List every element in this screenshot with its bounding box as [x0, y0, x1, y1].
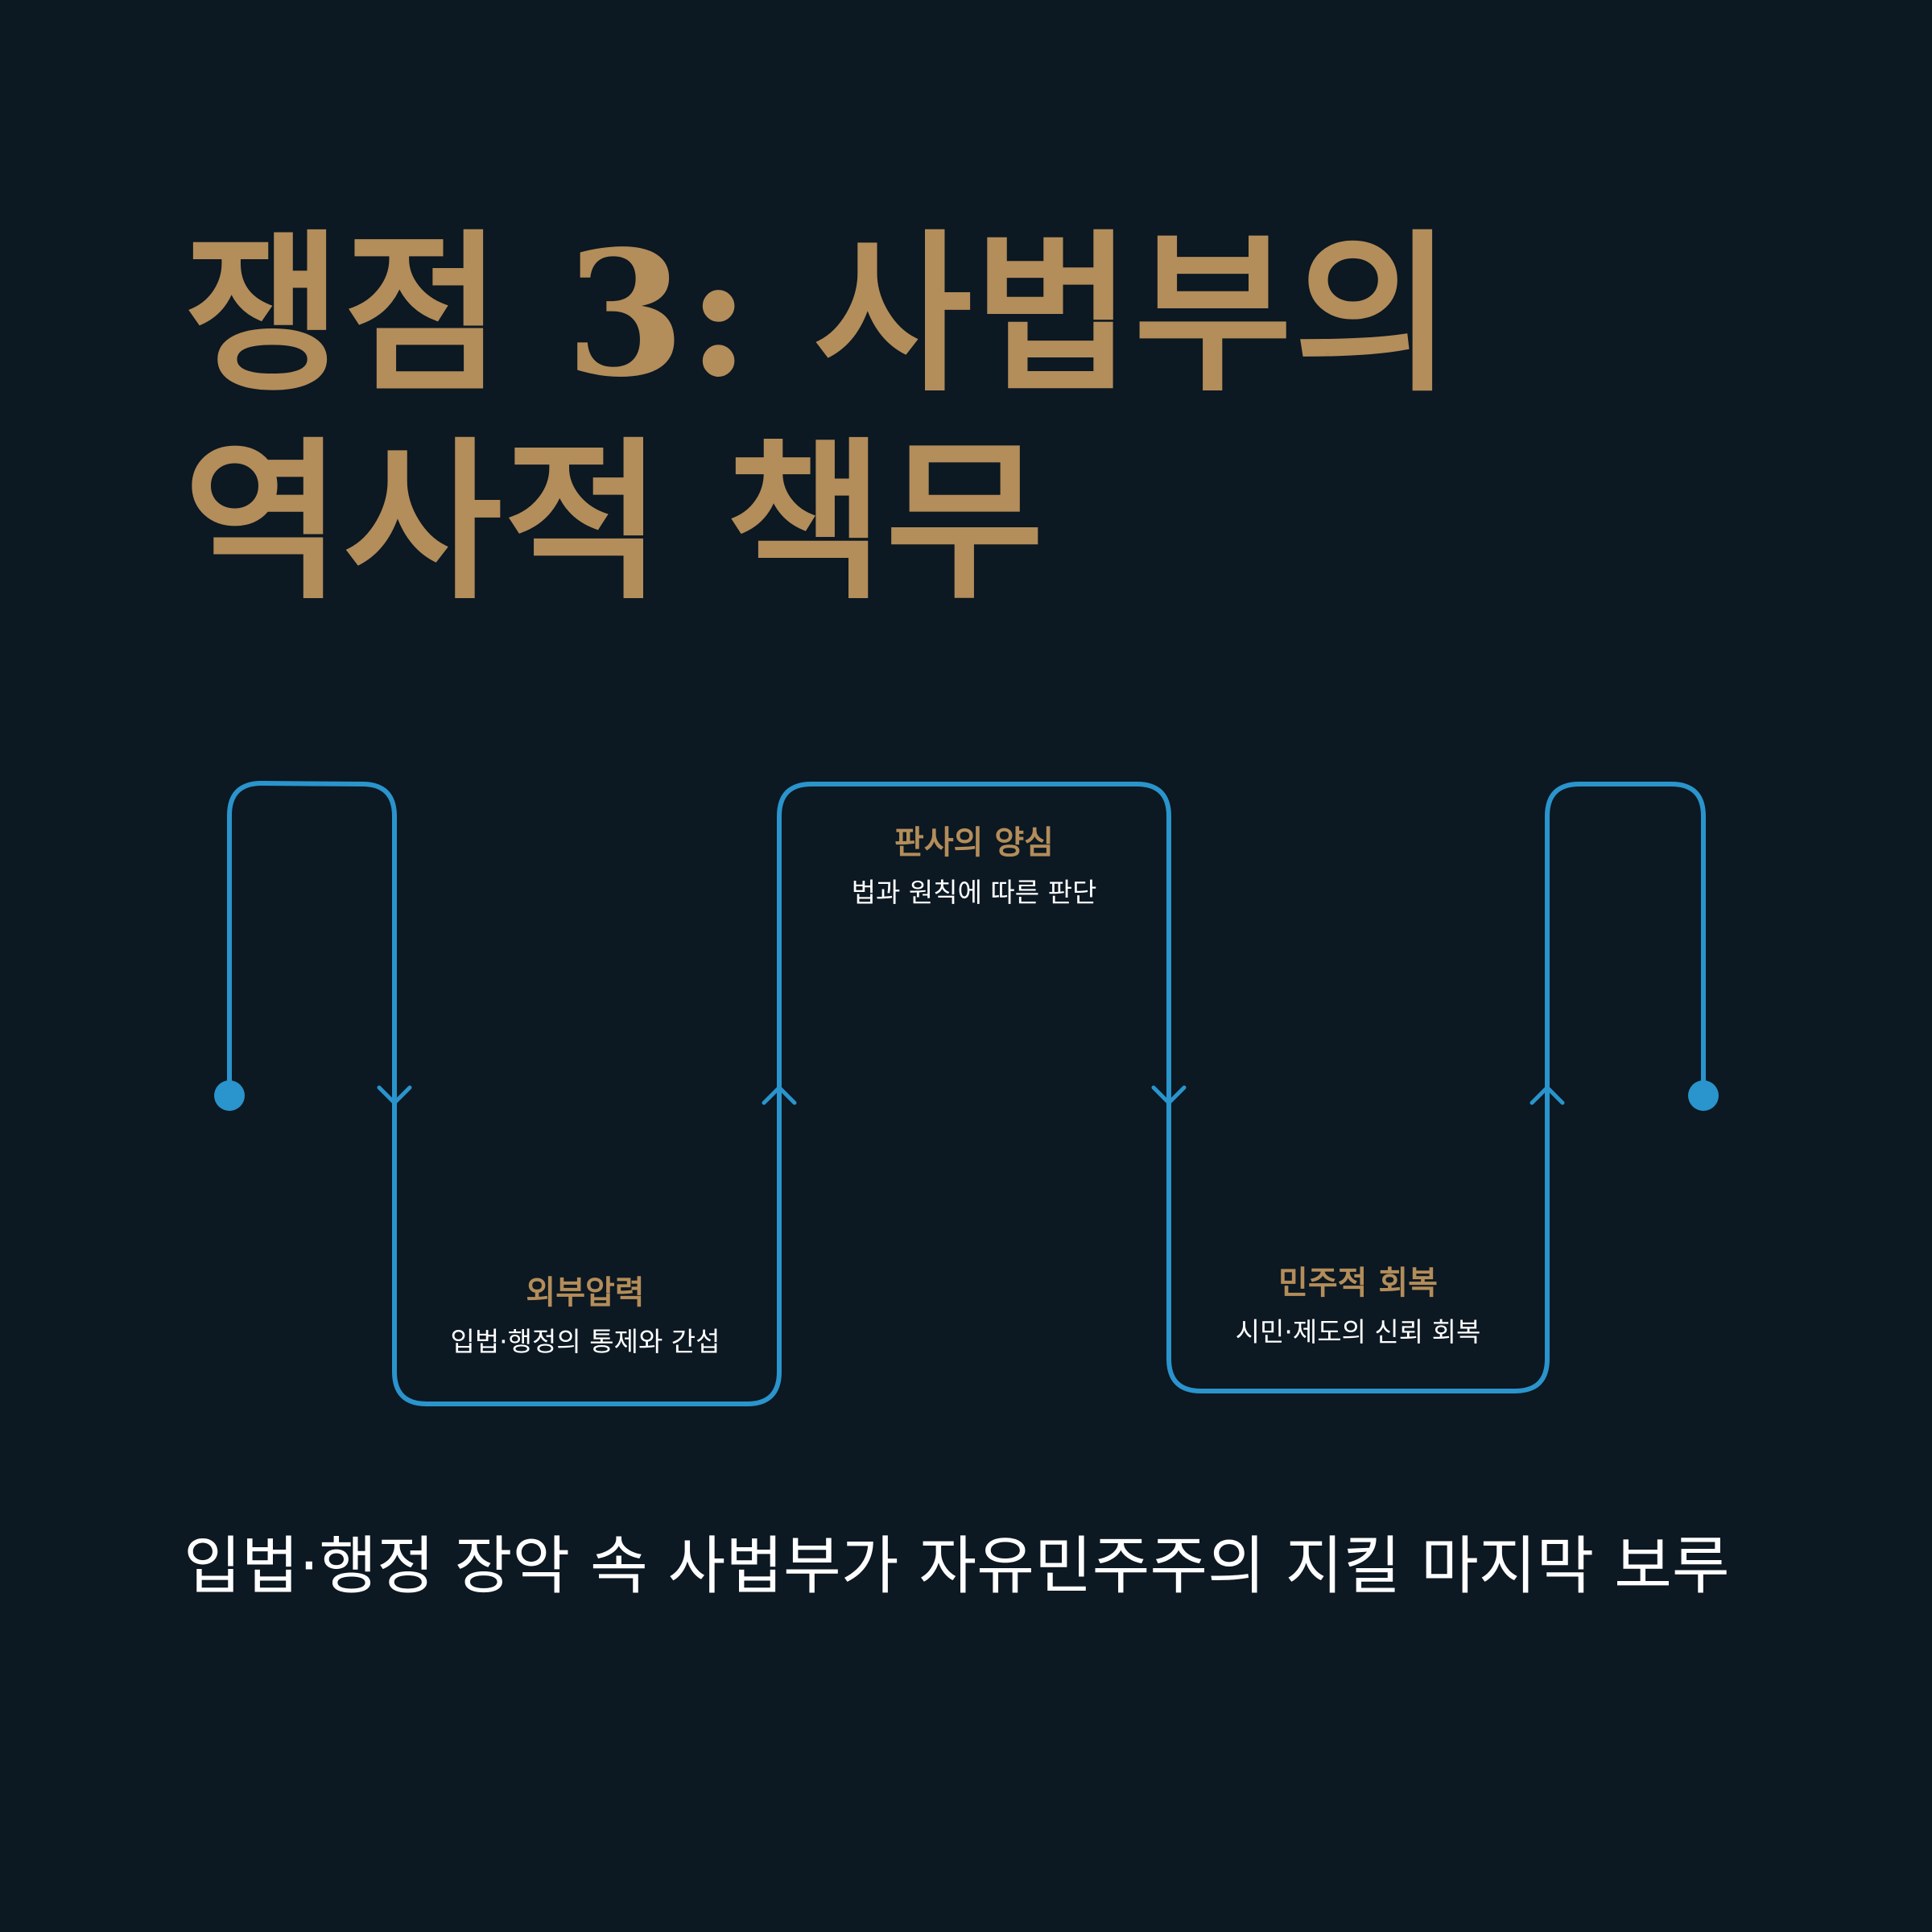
slide-title: 쟁점 3: 사법부의 역사적 책무	[184, 213, 1455, 623]
stage-description: 법과 원칙에 따른 판단	[851, 877, 1097, 908]
flow-path	[227, 781, 1706, 1406]
stage-description: 입법·행정의 통제와 간섭	[450, 1326, 720, 1357]
end-dot	[1688, 1080, 1719, 1111]
stage-description: 시민·제도의 신뢰 회복	[1235, 1316, 1481, 1348]
start-dot	[214, 1080, 245, 1111]
stage-label: 외부압력	[526, 1274, 645, 1311]
arrow-up-icon	[1530, 1085, 1565, 1105]
stage-label: 민주적 회복	[1278, 1265, 1438, 1302]
stage-label: 판사의 양심	[894, 824, 1054, 861]
arrow-down-icon	[377, 1085, 412, 1105]
arrow-up-icon	[762, 1085, 797, 1105]
slide-subtitle: 입법·행정 장악 속 사법부가 자유민주주의 지킬 마지막 보루	[184, 1530, 1730, 1603]
arrow-down-icon	[1151, 1085, 1187, 1105]
